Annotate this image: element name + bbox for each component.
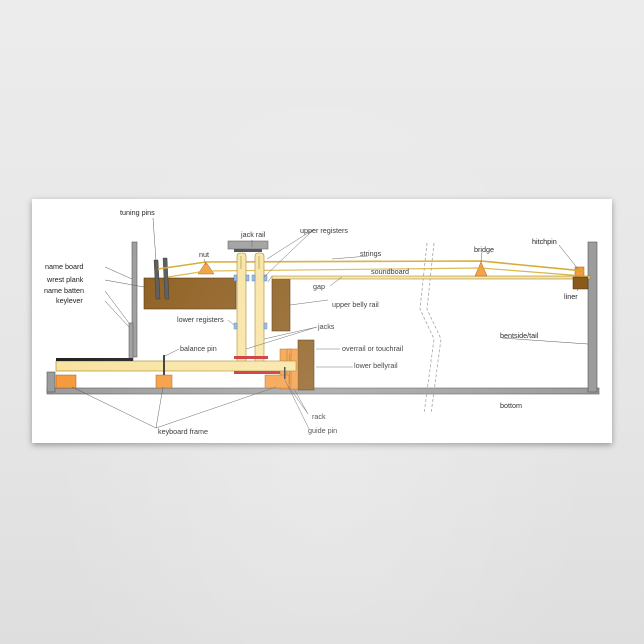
upper-belly-rail [271,278,291,332]
name-batten [128,322,134,362]
guide-pin [284,367,286,379]
jack-rail [227,240,269,250]
upper-register-4 [263,274,268,282]
string-upper [157,260,585,272]
cut-line-2 [426,242,442,415]
label-liner: liner [564,292,578,301]
upper-register-3 [251,274,256,282]
label-upper-registers: upper registers [300,226,348,235]
keyboard-frame-2 [155,374,173,389]
label-overrail: overrail or touchrail [342,344,404,353]
keylever-tail [234,371,280,374]
upper-register-2 [245,274,250,282]
liner [572,276,589,290]
label-name-batten: name batten [44,286,84,295]
label-hitchpin: hitchpin [532,237,557,246]
label-strings: strings [360,249,382,258]
jack-back [254,252,265,364]
string-lower [167,267,585,278]
label-nut: nut [199,250,209,259]
soundboard [271,275,591,280]
jack-front [236,252,247,364]
bentside-tail-wall [587,241,598,393]
keyboard-frame-3 [264,374,290,389]
label-keylever: keylever [56,296,83,305]
jack-tongue [240,256,260,269]
label-wrest-plank: wrest plank [46,275,84,284]
label-bentside-tail: bentside/tail [500,331,539,340]
balance-pin [163,355,165,375]
label-bridge: bridge [474,245,494,254]
keyboard-frame-1 [55,374,77,389]
label-jacks: jacks [317,322,335,331]
jack-rail-felt [234,249,262,252]
label-jack-rail: jack rail [240,230,266,239]
keylever [55,360,297,372]
upper-register-1 [233,274,238,282]
label-bottom: bottom [500,401,522,410]
lower-register-2 [263,322,268,330]
name-board [131,241,138,358]
key-top [56,358,133,361]
label-lower-registers: lower registers [177,315,224,324]
harpsichord-diagram: tuning pins jack rail upper registers nu… [44,208,600,436]
label-name-board: name board [45,262,83,271]
label-upper-belly-rail: upper belly rail [332,300,379,309]
jack-felt [234,356,268,359]
poster: tuning pins jack rail upper registers nu… [32,199,612,443]
label-soundboard: soundboard [371,267,409,276]
lower-register-1 [233,322,238,330]
label-balance-pin: balance pin [180,344,217,353]
label-gap: gap [313,282,325,291]
tuning-pin [153,259,161,300]
bottom-board [46,387,600,395]
label-guide-pin: guide pin [308,426,337,435]
label-keyboard-frame: keyboard frame [158,427,208,436]
overrail [297,339,315,391]
label-lower-bellyrail: lower bellyrail [354,361,398,370]
front-wall [46,371,56,393]
leader-lines [71,217,589,430]
bridge [474,261,488,277]
label-rack: rack [312,412,326,421]
label-tuning-pins: tuning pins [120,208,155,217]
cut-line [419,242,435,415]
